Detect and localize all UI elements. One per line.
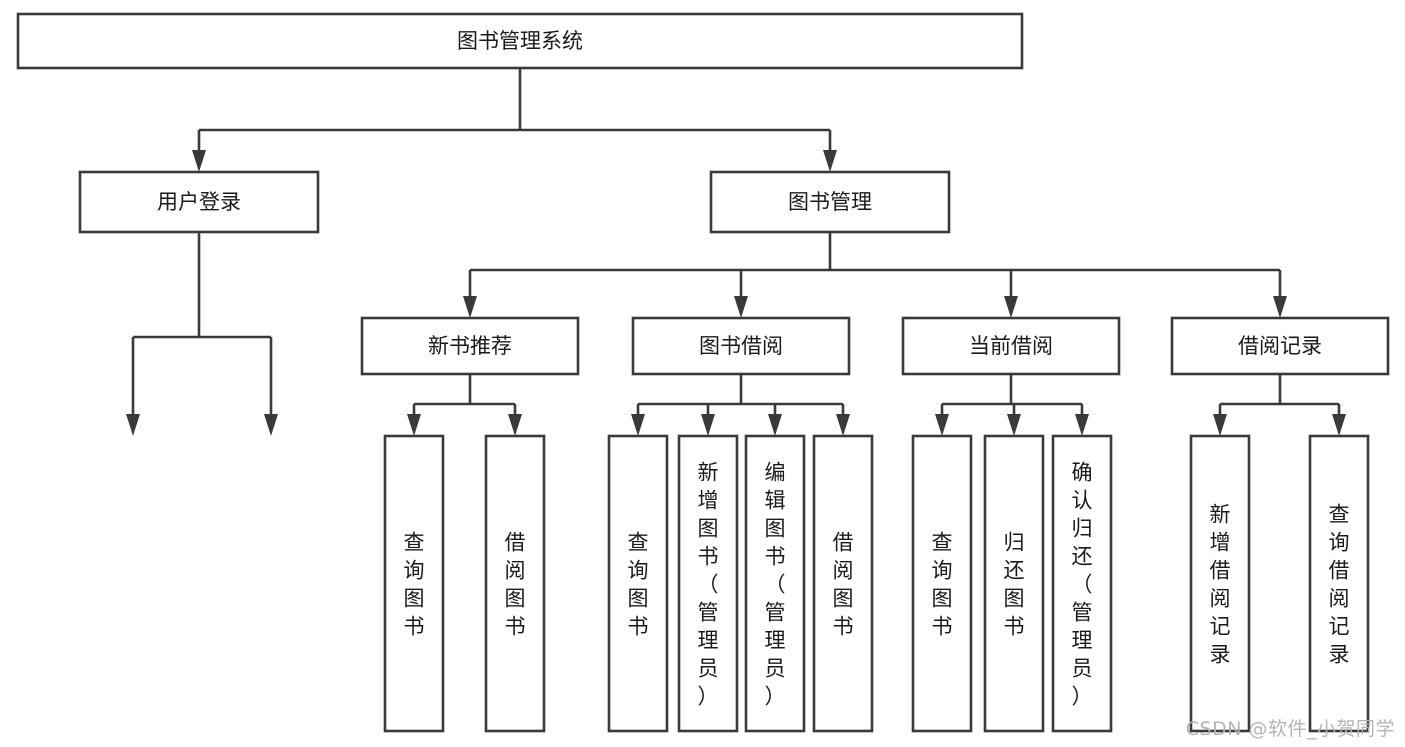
- node-label-root: 图书管理系统: [457, 29, 583, 53]
- connector-arrowhead: [126, 414, 140, 436]
- node-book-borrow[interactable]: 图书借阅: [631, 316, 851, 376]
- node-label-recommend-borrow-book: 借阅图书: [505, 530, 526, 638]
- node-box-new-book-recommend: [360, 316, 580, 376]
- node-label-recommend-query-book: 查询图书: [404, 530, 425, 638]
- node-current-query-book[interactable]: 查询图书: [911, 434, 973, 733]
- node-current-borrow[interactable]: 当前借阅: [901, 316, 1121, 376]
- node-label-borrow-query-book: 查询图书: [628, 530, 649, 638]
- node-current-return-book[interactable]: 归还图书: [983, 434, 1045, 733]
- connector-arrowhead: [935, 414, 949, 436]
- node-box-borrow-edit-book: [744, 434, 806, 733]
- connector-arrowhead: [1332, 414, 1346, 436]
- connector-arrowhead: [701, 414, 715, 436]
- node-label-records-add: 新增借阅记录: [1210, 502, 1231, 666]
- node-records-add[interactable]: 新增借阅记录: [1189, 434, 1251, 733]
- node-borrow-edit-book[interactable]: 编辑图书（管理员）: [744, 434, 806, 733]
- node-label-current-confirm-return: 确认归还（管理员）: [1072, 460, 1093, 708]
- node-recommend-query-book[interactable]: 查询图书: [383, 434, 445, 733]
- node-current-confirm-return[interactable]: 确认归还（管理员）: [1051, 434, 1113, 733]
- node-box-borrow-add-book: [677, 434, 739, 733]
- node-box-current-query-book: [911, 434, 973, 733]
- node-box-current-return-book: [983, 434, 1045, 733]
- node-new-book-recommend[interactable]: 新书推荐: [360, 316, 580, 376]
- node-box-borrow-borrow-book: [812, 434, 874, 733]
- node-box-records-query: [1308, 434, 1370, 733]
- node-box-borrow-query-book: [607, 434, 669, 733]
- node-records-query[interactable]: 查询借阅记录: [1308, 434, 1370, 733]
- node-box-book-management: [709, 170, 951, 234]
- node-label-borrow-add-book: 新增图书（管理员）: [698, 460, 719, 708]
- connector-arrowhead: [1213, 414, 1227, 436]
- node-borrow-add-book[interactable]: 新增图书（管理员）: [677, 434, 739, 733]
- node-box-root: [16, 12, 1024, 70]
- connector-arrowhead: [407, 414, 421, 436]
- connector-arrowhead: [768, 414, 782, 436]
- node-box-recommend-query-book: [383, 434, 445, 733]
- watermark-label: CSDN @软件_小贺同学: [1185, 718, 1395, 740]
- connector-arrowhead: [1075, 414, 1089, 436]
- node-label-borrow-borrow-book: 借阅图书: [833, 530, 854, 638]
- node-label-current-return-book: 归还图书: [1004, 530, 1025, 638]
- node-borrow-records[interactable]: 借阅记录: [1170, 316, 1390, 376]
- connector-arrowhead: [264, 414, 278, 436]
- connector-arrowhead: [1004, 296, 1018, 318]
- node-box-current-borrow: [901, 316, 1121, 376]
- node-box-book-borrow: [631, 316, 851, 376]
- connector-arrowhead: [192, 150, 206, 172]
- node-label-borrow-edit-book: 编辑图书（管理员）: [765, 460, 786, 708]
- connector-arrowhead: [1273, 296, 1287, 318]
- node-root[interactable]: 图书管理系统: [16, 12, 1024, 70]
- connector-arrowhead: [836, 414, 850, 436]
- node-user-login[interactable]: 用户登录: [78, 170, 320, 234]
- connector-arrowhead: [631, 414, 645, 436]
- node-borrow-query-book[interactable]: 查询图书: [607, 434, 669, 733]
- node-recommend-borrow-book[interactable]: 借阅图书: [484, 434, 546, 733]
- connector-arrowhead: [1007, 414, 1021, 436]
- connector-arrowhead: [823, 150, 837, 172]
- node-borrow-borrow-book[interactable]: 借阅图书: [812, 434, 874, 733]
- node-label-records-query: 查询借阅记录: [1329, 502, 1350, 666]
- node-label-user-login: 用户登录: [157, 190, 241, 214]
- connector-arrowhead: [508, 414, 522, 436]
- node-box-current-confirm-return: [1051, 434, 1113, 733]
- node-label-current-query-book: 查询图书: [932, 530, 953, 638]
- node-box-user-login: [78, 170, 320, 234]
- node-label-current-borrow: 当前借阅: [969, 334, 1053, 358]
- node-label-new-book-recommend: 新书推荐: [428, 334, 512, 358]
- connector-arrowhead: [463, 296, 477, 318]
- node-book-management[interactable]: 图书管理: [709, 170, 951, 234]
- connectors-layer: [126, 68, 1346, 436]
- node-label-borrow-records: 借阅记录: [1238, 334, 1322, 358]
- connector-arrowhead: [734, 296, 748, 318]
- node-label-book-management: 图书管理: [788, 190, 872, 214]
- node-label-book-borrow: 图书借阅: [699, 334, 783, 358]
- node-box-records-add: [1189, 434, 1251, 733]
- node-box-recommend-borrow-book: [484, 434, 546, 733]
- node-box-borrow-records: [1170, 316, 1390, 376]
